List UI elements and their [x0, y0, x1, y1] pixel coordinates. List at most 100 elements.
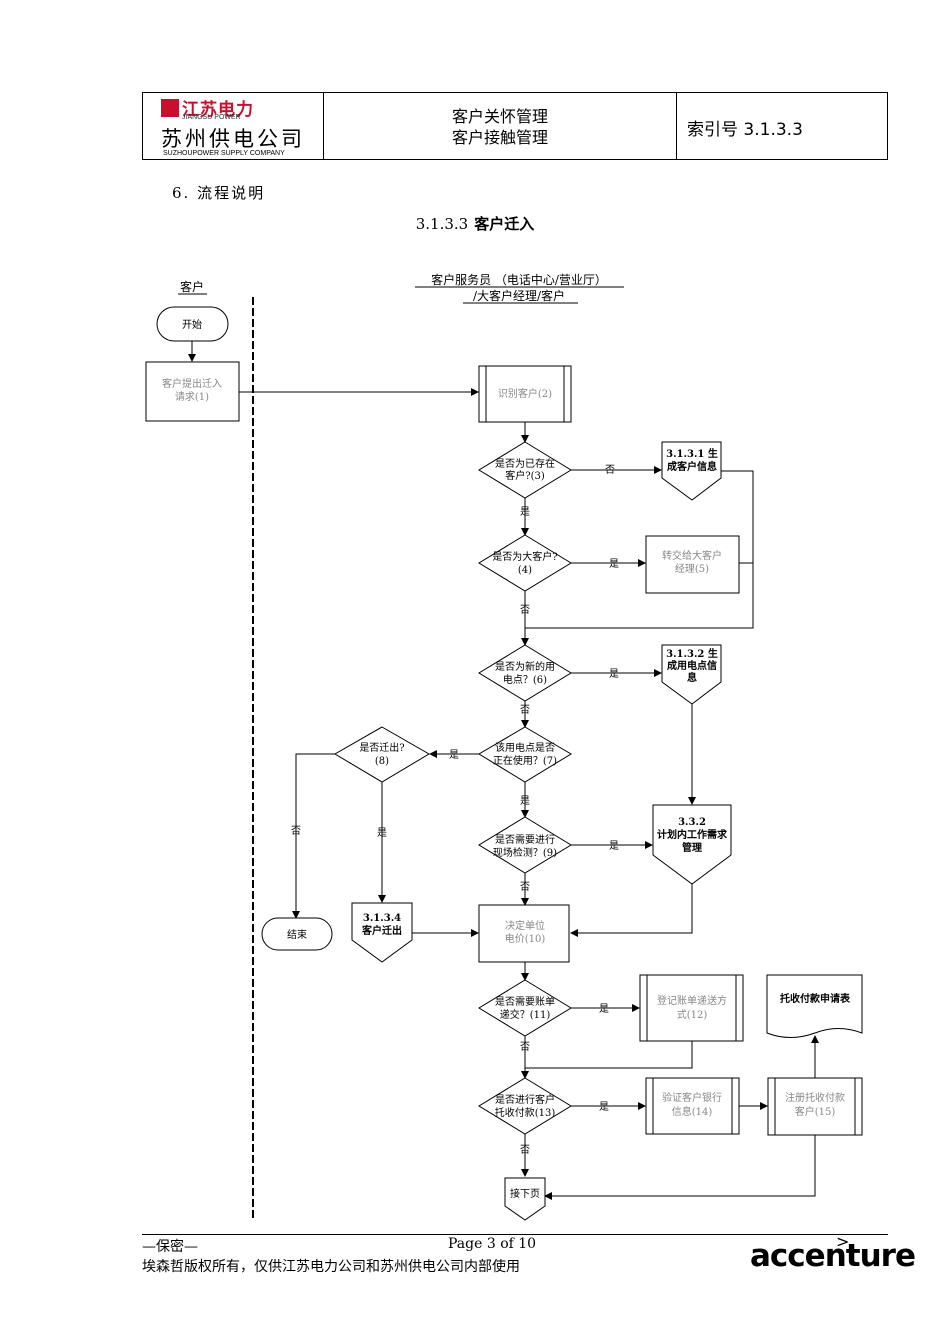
n11-l1: 是否需要账单 — [495, 996, 555, 1008]
next-label: 接下页 — [510, 1187, 540, 1200]
edge-yes-11: 是 — [599, 1003, 609, 1015]
header-index-cell: 索引号 3.1.3.3 — [677, 93, 887, 159]
end-terminator — [261, 917, 333, 951]
r3134-l2: 客户迁出 — [361, 924, 402, 937]
n3-l1: 是否为已存在 — [495, 457, 555, 470]
n12-l1: 登记账单递送方 — [657, 994, 727, 1007]
r332-l1: 3.3.2 — [678, 817, 706, 828]
n12-l2: 式(12) — [677, 1008, 708, 1021]
edge-yes-6: 是 — [609, 668, 619, 680]
n6-l2: 电点？(6) — [503, 673, 547, 686]
r3131-l2: 成客户信息 — [667, 460, 717, 473]
ref-3134 — [351, 902, 413, 963]
n4-l2: (4) — [518, 565, 532, 576]
edge-yes-9: 是 — [609, 840, 619, 852]
n3-l2: 客户?(3) — [505, 469, 545, 482]
decision-collection — [478, 1077, 572, 1135]
n14-l1: 验证客户银行 — [662, 1091, 722, 1104]
n5-l1: 转交给大客户 — [662, 549, 722, 562]
edge-yes-13: 是 — [599, 1101, 609, 1113]
accenture-logo: accenture > — [750, 1232, 916, 1274]
edge-yes-8: 是 — [377, 827, 387, 839]
n10-l1: 决定单位 — [505, 919, 545, 932]
r3134-l1: 3.1.3.4 — [363, 913, 401, 924]
header-table: 江苏电力 JIANGSU POWER 苏州供电公司 SUZHOUPOWER SU… — [142, 92, 888, 160]
decision-bill — [478, 979, 572, 1037]
request-box — [145, 361, 240, 422]
ref-3131 — [661, 441, 722, 501]
r3132-l3: 息 — [687, 671, 697, 684]
n14-l2: 信息(14) — [672, 1105, 713, 1118]
r332-l3: 管理 — [682, 841, 702, 854]
footer-page: Page 3 of 10 — [448, 1236, 537, 1252]
header-title-2: 客户接触管理 — [451, 128, 548, 147]
edge-yes-7b: 是 — [520, 795, 530, 807]
header-title-1: 客户关怀管理 — [451, 107, 548, 126]
n7-l2: 正在使用？(7) — [493, 754, 557, 767]
accenture-wordmark: accenture — [750, 1238, 916, 1274]
start-label: 开始 — [182, 318, 202, 331]
n8-l2: (8) — [375, 756, 389, 767]
tariff-box — [478, 904, 570, 963]
company-logo-cell: 江苏电力 JIANGSU POWER 苏州供电公司 SUZHOUPOWER SU… — [143, 93, 324, 159]
footer-rule — [142, 1234, 888, 1235]
diagram-title: 3.1.3.3 客户迁入 — [0, 213, 950, 234]
next-page-connector — [504, 1177, 546, 1221]
n6-l1: 是否为新的用 — [495, 660, 555, 673]
r3132-l1: 3.1.3.2 生 — [666, 647, 718, 660]
edge-no-11: 否 — [520, 1041, 530, 1053]
n4-l1: 是否为大客户? — [492, 550, 557, 563]
header-title-cell: 客户关怀管理 客户接触管理 — [324, 93, 677, 159]
company-en: SUZHOUPOWER SUPPLY COMPANY — [163, 150, 285, 157]
logo-cn: 江苏电力 — [182, 100, 254, 120]
accenture-chevron-icon: > — [836, 1232, 849, 1251]
decision-in-use — [478, 726, 572, 783]
decision-onsite — [478, 816, 572, 874]
n13-l1: 是否进行客户 — [495, 1093, 555, 1106]
edge-no-4: 否 — [520, 604, 530, 616]
n15-l2: 客户(15) — [795, 1105, 836, 1118]
edge-no-6: 否 — [520, 704, 530, 716]
logo-en: JIANGSU POWER — [182, 114, 241, 121]
doc-label: 托收付款申请表 — [780, 992, 851, 1005]
decision-existing — [478, 441, 572, 499]
n7-l1: 该用电点是否 — [495, 741, 555, 754]
n1-l1: 客户提出迁入 — [162, 377, 222, 390]
decision-move-out — [334, 726, 430, 783]
n8-l1: 是否迁出? — [359, 741, 404, 754]
r3131-l1: 3.1.3.1 生 — [666, 447, 718, 460]
n5-l2: 经理(5) — [675, 562, 709, 575]
n13-l2: 托收付款(13) — [495, 1106, 556, 1119]
company-cn: 苏州供电公司 — [161, 127, 305, 151]
lane-staff-1: 客户服务员 （电话中心/营业厅） — [431, 272, 607, 287]
diagram-title-number: 3.1.3.3 — [415, 215, 469, 233]
bill-delivery-box — [639, 974, 744, 1042]
transfer-box — [645, 535, 740, 594]
ref-332 — [652, 804, 732, 885]
ref-3132 — [661, 644, 722, 705]
end-label: 结束 — [287, 928, 307, 941]
edge-yes-7: 是 — [449, 749, 459, 761]
edge-yes-3: 是 — [520, 506, 530, 518]
decision-new-point — [478, 644, 572, 702]
n9-l1: 是否需要进行 — [495, 833, 555, 846]
edge-yes-4: 是 — [609, 558, 619, 570]
n2-label: 识别客户(2) — [498, 387, 552, 400]
edge-no-9: 否 — [520, 881, 530, 893]
verify-bank-box — [645, 1077, 740, 1135]
index-number: 索引号 3.1.3.3 — [687, 120, 803, 140]
register-collection-box — [767, 1077, 863, 1136]
edge-no-13: 否 — [520, 1144, 530, 1156]
n1-l2: 请求(1) — [175, 390, 209, 403]
decision-major — [478, 534, 572, 592]
diagram-title-text: 客户迁入 — [474, 215, 535, 233]
footer-confidential: —保密— — [142, 1239, 198, 1255]
lane-staff-2: /大客户经理/客户 — [473, 288, 565, 303]
r332-l2: 计划内工作需求 — [657, 828, 728, 841]
lane-customer: 客户 — [180, 279, 204, 294]
section-heading: 6. 流程说明 — [172, 184, 266, 202]
edge-no-8: 否 — [291, 825, 301, 837]
start-terminator — [156, 306, 229, 342]
payment-form-document — [766, 974, 863, 1038]
